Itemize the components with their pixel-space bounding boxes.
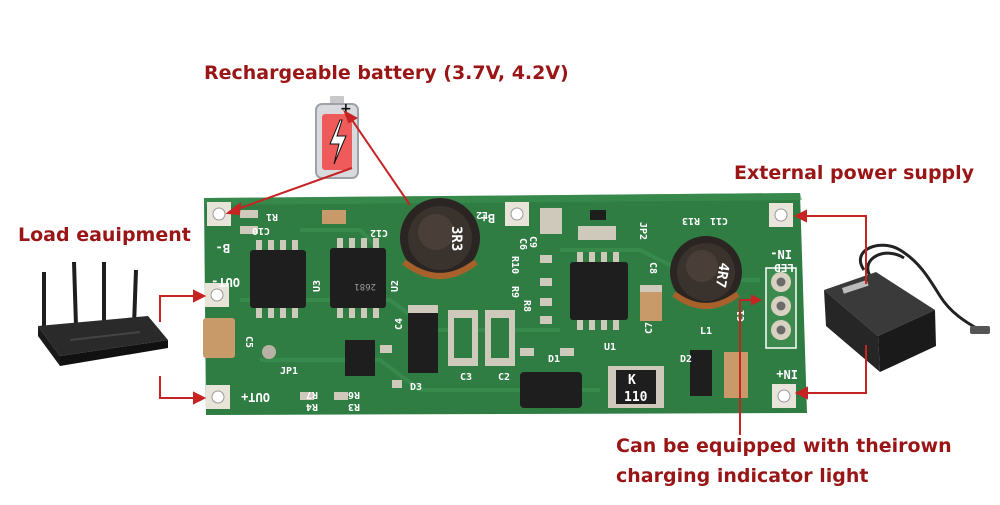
silk-r7: R7 (306, 389, 318, 400)
annotation-arrows (159, 109, 867, 435)
arrow-power (797, 215, 867, 394)
inductor-l1 (670, 236, 742, 309)
label-indicator-line2: charging indicator light (616, 465, 869, 487)
ic-chips (250, 238, 628, 330)
mounting-pads (205, 202, 796, 409)
inductors (400, 198, 742, 309)
capacitor-c12 (322, 210, 346, 224)
silkscreen: B- B+ OUT- OUT+ IN- IN+ LED 3R3 4R7 K 11… (211, 209, 798, 412)
arrow-load (159, 295, 204, 399)
pad-out-minus (205, 283, 229, 307)
silk-diode-k: K (628, 373, 636, 388)
chip-u2 (330, 238, 386, 318)
arrow-battery-plus (343, 109, 411, 206)
chip-u1 (570, 252, 628, 330)
label-indicator-line1: Can be equipped with theirown (616, 435, 952, 457)
silk-diode-110: 110 (624, 390, 648, 405)
silk-led: LED (774, 261, 794, 274)
silk-c4: C4 (394, 318, 405, 330)
label-load-equipment: Load eauipment (18, 224, 191, 246)
battery-charging-icon: + (315, 96, 359, 179)
capacitor-c6 (540, 208, 562, 234)
silk-u1: U1 (604, 342, 616, 353)
silk-jp1: JP1 (280, 366, 298, 377)
capacitor-c7 (640, 285, 662, 321)
silk-c7: C7 (644, 322, 655, 334)
silk-u2: U2 (390, 280, 401, 292)
resistor-r13 (578, 226, 616, 240)
silk-r13: R13 (682, 215, 700, 226)
silk-in-minus: IN- (770, 247, 792, 261)
silk-c11: C11 (710, 215, 728, 226)
ic-chip-icon (330, 248, 386, 308)
diode-d1 (520, 372, 582, 408)
inductor-l2 (400, 198, 480, 279)
diode-d3 (408, 305, 438, 373)
label-rechargeable-battery: Rechargeable battery (3.7V, 4.2V) (204, 62, 569, 84)
silk-c2: C2 (498, 372, 510, 383)
pad-in-minus (769, 203, 793, 227)
silk-out-plus: OUT+ (241, 390, 270, 404)
diode-d2 (690, 350, 712, 396)
svg-text:+: + (340, 101, 352, 117)
led-header (765, 267, 797, 349)
silk-d3: D3 (410, 382, 422, 393)
silk-c8: C8 (647, 262, 658, 274)
silk-u3: U3 (312, 280, 323, 292)
silk-r10: R10 (509, 256, 520, 274)
silk-r1: R1 (266, 211, 278, 222)
mosfet (345, 340, 375, 376)
silk-r4: R4 (306, 401, 318, 412)
pad-b-minus (207, 202, 231, 226)
silk-c10: C10 (252, 225, 270, 236)
silk-in-plus: IN+ (776, 367, 798, 381)
silk-out-minus: OUT- (211, 275, 240, 289)
pad-out-plus (206, 385, 230, 409)
silk-inductor-4r7: 4R7 (712, 261, 732, 289)
silk-l1: L1 (700, 326, 712, 337)
silk-r6: R6 (348, 389, 360, 400)
capacitor-c1 (724, 352, 748, 398)
silk-d1: D1 (548, 354, 560, 365)
capacitor-c5 (203, 318, 235, 358)
ic-chip-icon (570, 262, 628, 320)
silk-d2: D2 (680, 354, 692, 365)
silk-b-minus: B- (216, 241, 230, 255)
arrow-battery-minus (225, 167, 353, 216)
silk-l2: L2 (476, 209, 488, 220)
ic-chip-icon (250, 250, 306, 308)
power-adapter-icon (824, 243, 990, 372)
silk-chip-code: 2681 (354, 281, 376, 291)
silk-c5: C5 (243, 336, 254, 348)
silk-r8: R8 (521, 300, 532, 312)
arrow-indicator (739, 299, 752, 435)
silk-inductor-3r3: 3R3 (448, 226, 464, 251)
silk-r3: R3 (348, 401, 360, 412)
chip-u3 (250, 240, 306, 318)
passive-components (203, 208, 748, 408)
wifi-router-icon (38, 261, 168, 366)
pad-b-plus (505, 202, 529, 226)
label-external-power-supply: External power supply (734, 162, 975, 184)
silk-c9: C9 (527, 236, 538, 248)
silk-jp2: JP2 (637, 222, 648, 240)
pad-in-plus (772, 384, 796, 408)
silk-b-plus: B+ (481, 211, 495, 225)
silk-c1: C1 (736, 310, 747, 322)
silk-c3: C3 (460, 372, 472, 383)
silk-r9: R9 (509, 286, 520, 298)
silk-c12: C12 (370, 227, 388, 238)
silk-c6: C6 (517, 238, 528, 250)
